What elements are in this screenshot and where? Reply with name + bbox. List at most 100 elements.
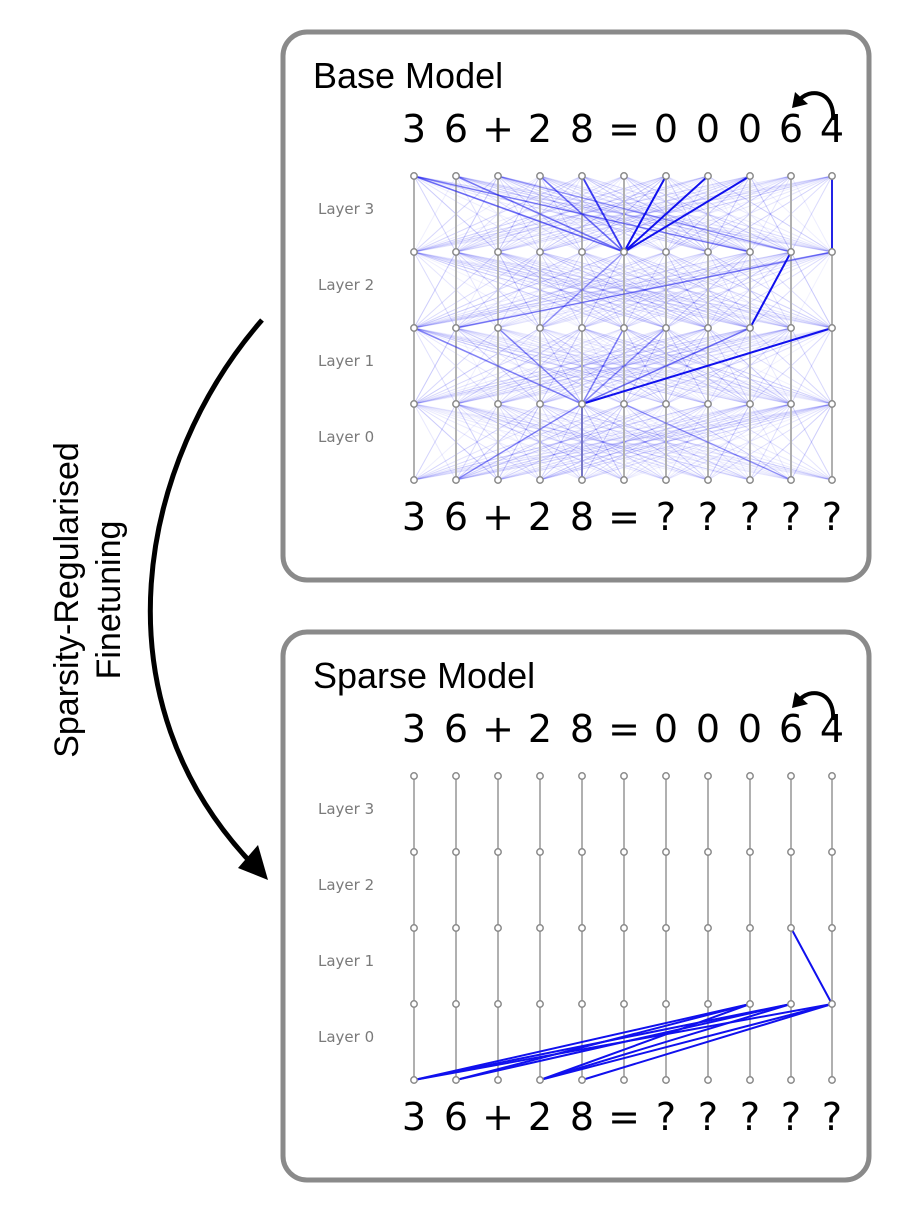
attention-edge	[497, 327, 583, 405]
attention-edge	[539, 1003, 833, 1081]
faint-edge	[539, 403, 833, 481]
faint-edge	[623, 403, 667, 481]
attention-edge	[455, 403, 583, 481]
faint-edge	[497, 403, 541, 481]
token-node	[452, 400, 460, 408]
token-node	[536, 476, 544, 484]
output-marker-icon	[792, 691, 836, 721]
token-node	[787, 1000, 795, 1008]
faint-edge	[581, 327, 792, 405]
token-node	[828, 924, 836, 932]
faint-edge	[581, 251, 792, 329]
faint-edge	[455, 251, 583, 329]
token-node	[620, 324, 628, 332]
faint-edge	[623, 327, 667, 405]
faint-edge	[665, 403, 792, 481]
faint-edge	[413, 251, 709, 329]
faint-edge	[707, 327, 751, 405]
token-node	[787, 324, 795, 332]
faint-edge	[623, 403, 751, 481]
layer-label: Layer 2	[318, 876, 374, 894]
token-node	[536, 324, 544, 332]
token-node	[536, 1000, 544, 1008]
faint-edge	[455, 251, 667, 329]
attention-edge	[581, 1003, 833, 1081]
faint-edge	[749, 175, 792, 253]
input-token: 8	[570, 1095, 594, 1139]
faint-edge	[497, 327, 792, 405]
attention-edge	[539, 1003, 792, 1081]
process-arrow-icon	[147, 318, 264, 872]
token-node	[787, 400, 795, 408]
faint-edge	[623, 403, 833, 481]
faint-edge	[497, 403, 625, 481]
faint-edge	[790, 251, 833, 329]
faint-edge	[413, 251, 792, 329]
input-token: =	[608, 495, 640, 539]
token-node	[746, 324, 754, 332]
faint-edge	[539, 175, 583, 253]
input-token: ?	[822, 495, 842, 539]
faint-edge	[413, 327, 625, 405]
faint-edge	[455, 251, 833, 329]
faint-edge	[497, 403, 709, 481]
faint-edge	[623, 251, 667, 329]
faint-edge	[497, 327, 709, 405]
input-token: ?	[740, 1095, 760, 1139]
faint-edge	[413, 403, 709, 481]
faint-edge	[497, 251, 709, 329]
faint-edge	[455, 327, 751, 405]
faint-edge	[539, 403, 667, 481]
faint-edge	[455, 327, 751, 405]
token-node	[787, 476, 795, 484]
token-node	[452, 324, 460, 332]
attention-edge	[539, 251, 625, 329]
token-node	[410, 1076, 418, 1084]
token-node	[578, 248, 586, 256]
faint-edge	[581, 403, 792, 481]
faint-edge	[413, 327, 792, 405]
faint-edge	[749, 327, 792, 405]
faint-edge	[665, 327, 792, 405]
faint-edge	[749, 327, 792, 405]
faint-edge	[413, 251, 792, 329]
faint-edge	[623, 327, 833, 405]
token-node	[620, 1076, 628, 1084]
faint-edge	[413, 175, 541, 253]
attention-edge	[623, 175, 667, 253]
faint-edge	[497, 175, 625, 253]
faint-edge	[413, 403, 457, 481]
token-node	[578, 1076, 586, 1084]
faint-edge	[413, 327, 457, 405]
token-node	[662, 248, 670, 256]
token-node	[828, 1000, 836, 1008]
faint-edge	[581, 403, 625, 481]
faint-edge	[497, 327, 541, 405]
token-node	[828, 248, 836, 256]
faint-edge	[455, 175, 499, 253]
token-node	[662, 848, 670, 856]
faint-edge	[413, 251, 457, 329]
token-node	[704, 248, 712, 256]
input-token: ?	[822, 1095, 842, 1139]
faint-edge	[413, 251, 709, 329]
token-node	[746, 248, 754, 256]
attention-edge	[413, 175, 751, 253]
faint-edge	[539, 251, 583, 329]
token-node	[787, 848, 795, 856]
layer-label: Layer 0	[318, 1028, 374, 1046]
faint-edge	[623, 327, 833, 405]
input-token: +	[482, 1095, 514, 1139]
token-node	[787, 772, 795, 780]
faint-edge	[539, 327, 751, 405]
faint-edge	[455, 251, 833, 329]
output-token: 3	[402, 107, 426, 151]
faint-edge	[497, 403, 625, 481]
faint-edge	[455, 403, 499, 481]
faint-edge	[665, 251, 709, 329]
attention-edge	[455, 251, 833, 329]
faint-edge	[707, 403, 833, 481]
output-token: 6	[444, 107, 468, 151]
